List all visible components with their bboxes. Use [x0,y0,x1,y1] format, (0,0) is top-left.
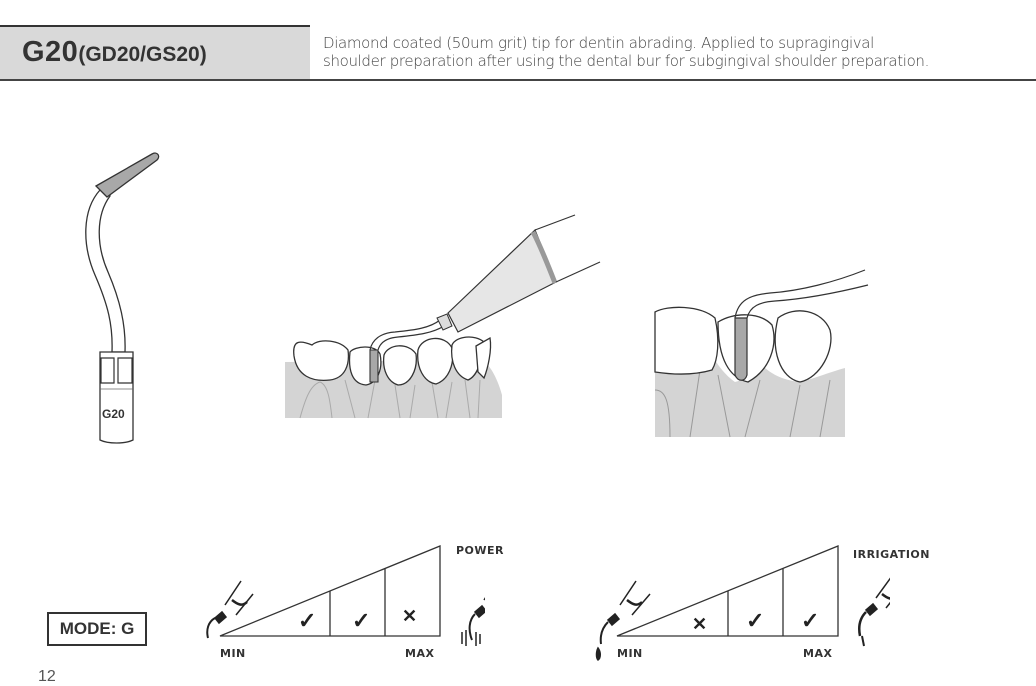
title-box [0,27,310,79]
handpiece-high-icon [461,597,485,646]
handpiece-low-icon [206,580,254,639]
handpiece-low-water-icon [595,580,651,661]
ultrasonic-tip-icon: G20 [85,152,160,444]
power-cell-1: ✓ [298,608,316,633]
irrigation-title: IRRIGATION [853,548,930,561]
power-cell-2: ✓ [352,608,370,633]
page-number: 12 [38,668,56,685]
mode-label: MODE: G [47,612,147,646]
power-max-label: MAX [405,647,435,660]
power-title: POWER [456,544,505,557]
tip-label: G20 [102,407,125,421]
model-variants: (GD20/GS20) [78,43,207,66]
header-rule-bottom [0,79,1036,81]
power-min-label: MIN [220,647,246,660]
handpiece-on-teeth-icon [285,214,601,419]
page-title: G20(GD20/GS20) [22,36,207,69]
tip-description: Diamond coated (50um grit) tip for denti… [323,34,929,70]
model-name: G20 [22,36,79,68]
handpiece-high-water-icon [858,577,890,647]
tip-on-tooth-closeup-icon [654,269,869,438]
power-cell-3: ✕ [402,606,417,626]
description-line-2: shoulder preparation after using the den… [323,52,930,70]
irrigation-scale: ✕ ✓ ✓ [595,545,890,661]
description-line-1: Diamond coated (50um grit) tip for denti… [323,34,874,52]
irrigation-cell-3: ✓ [801,608,819,633]
header-rule-top [0,25,310,27]
irrigation-max-label: MAX [803,647,833,660]
irrigation-min-label: MIN [617,647,643,660]
irrigation-cell-1: ✕ [692,614,707,634]
irrigation-cell-2: ✓ [746,608,764,633]
power-scale: ✓ ✓ ✕ [206,545,485,646]
